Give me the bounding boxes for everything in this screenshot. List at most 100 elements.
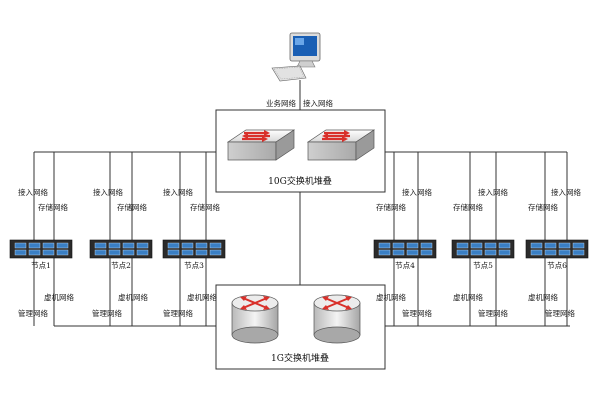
node2-storage-label: 存储网络 [117,202,147,212]
switch-stack-10g: 10G交换机堆叠 [215,109,386,193]
drive-bay [392,242,405,249]
server-rack-icon [9,239,73,259]
drive-bay [209,249,222,256]
drive-bay [378,242,391,249]
trunk-lines [34,151,570,327]
drive-bay [122,242,135,249]
node6-storage-label: 存储网络 [528,202,558,212]
drive-bay [14,249,27,256]
drive-bay [498,242,511,249]
drive-bay [94,249,107,256]
server-rack-icon [525,239,589,259]
drive-bay [420,249,433,256]
switch-stack-10g-label: 10G交换机堆叠 [268,175,332,187]
server-node-3: 节点3 [162,239,226,270]
drive-bay [456,249,469,256]
drive-bay [558,249,571,256]
drive-bay [558,242,571,249]
drive-bay [484,249,497,256]
node5-storage-label: 存储网络 [453,202,483,212]
drive-bay [544,242,557,249]
drive-bay [498,249,511,256]
drive-bay [420,242,433,249]
node2-access-label: 接入网络 [93,187,123,197]
node4-storage-label: 存储网络 [376,202,406,212]
server-node-2: 节点2 [89,239,153,270]
drive-bay [530,249,543,256]
node5-virtual-label: 虚机网络 [453,292,483,302]
drive-bay [544,249,557,256]
drive-bay [470,249,483,256]
node5-management-label: 管理网络 [478,308,508,318]
switch-stack-1g-label: 1G交换机堆叠 [271,352,329,364]
drive-bay [378,249,391,256]
drive-bay [195,242,208,249]
drive-bay [406,242,419,249]
node3-management-label: 管理网络 [163,308,193,318]
drive-bay [136,242,149,249]
server-node-6: 节点6 [525,239,589,270]
node-label-4: 节点4 [395,261,415,270]
drive-bay [456,242,469,249]
drive-bay [28,242,41,249]
node1-storage-label: 存储网络 [38,202,68,212]
router-right-icon [313,294,361,344]
right-group-net-labels: 接入网络 存储网络 虚机网络 管理网络 接入网络 存储网络 虚机网络 管理网络 … [376,187,581,318]
node3-access-label: 接入网络 [163,187,193,197]
drive-bay [28,249,41,256]
drive-bay [14,242,27,249]
drive-bay [406,249,419,256]
server-rack-icon [451,239,515,259]
business-network-label: 业务网络 [266,98,296,108]
drive-bay [108,249,121,256]
drive-bay [181,249,194,256]
drive-bay [42,242,55,249]
node6-access-label: 接入网络 [551,187,581,197]
drive-bay [181,242,194,249]
server-nodes: 节点1 节点2 节点3 节点4 节点5 节点6 [9,239,589,270]
server-rack-icon [89,239,153,259]
node1-virtual-label: 虚机网络 [44,292,74,302]
node2-virtual-label: 虚机网络 [118,292,148,302]
drive-bay [136,249,149,256]
node2-management-label: 管理网络 [92,308,122,318]
node4-management-label: 管理网络 [402,308,432,318]
node4-access-label: 接入网络 [402,187,432,197]
drive-bay [167,249,180,256]
drive-bay [470,242,483,249]
server-rack-icon [162,239,226,259]
node3-storage-label: 存储网络 [190,202,220,212]
node4-virtual-label: 虚机网络 [376,292,406,302]
node3-virtual-label: 虚机网络 [187,292,217,302]
drive-bay [56,242,69,249]
server-rack-icon [373,239,437,259]
left-group-net-labels: 接入网络 存储网络 虚机网络 管理网络 接入网络 存储网络 虚机网络 管理网络 … [18,187,220,318]
switch-10g-left-icon [226,129,296,161]
drive-bay [484,242,497,249]
drive-bay [195,249,208,256]
drive-bay [530,242,543,249]
node6-virtual-label: 虚机网络 [528,292,558,302]
node-label-2: 节点2 [111,261,131,270]
node1-management-label: 管理网络 [18,308,48,318]
router-left-icon [231,294,279,344]
drive-bay [392,249,405,256]
node6-management-label: 管理网络 [545,308,575,318]
drive-bay [42,249,55,256]
node-label-3: 节点3 [184,261,204,270]
access-network-top-label: 接入网络 [303,98,333,108]
switch-10g-right-icon [306,129,376,161]
node-label-5: 节点5 [473,261,493,270]
node-label-6: 节点6 [547,261,567,270]
drive-bay [122,249,135,256]
drive-bay [94,242,107,249]
switch-stack-1g: 1G交换机堆叠 [215,284,386,370]
workstation-computer-icon [271,32,321,82]
drive-bay [209,242,222,249]
drive-bay [108,242,121,249]
drive-bay [572,249,585,256]
node-label-1: 节点1 [31,261,51,270]
right-group-drops [393,152,568,326]
drive-bay [572,242,585,249]
